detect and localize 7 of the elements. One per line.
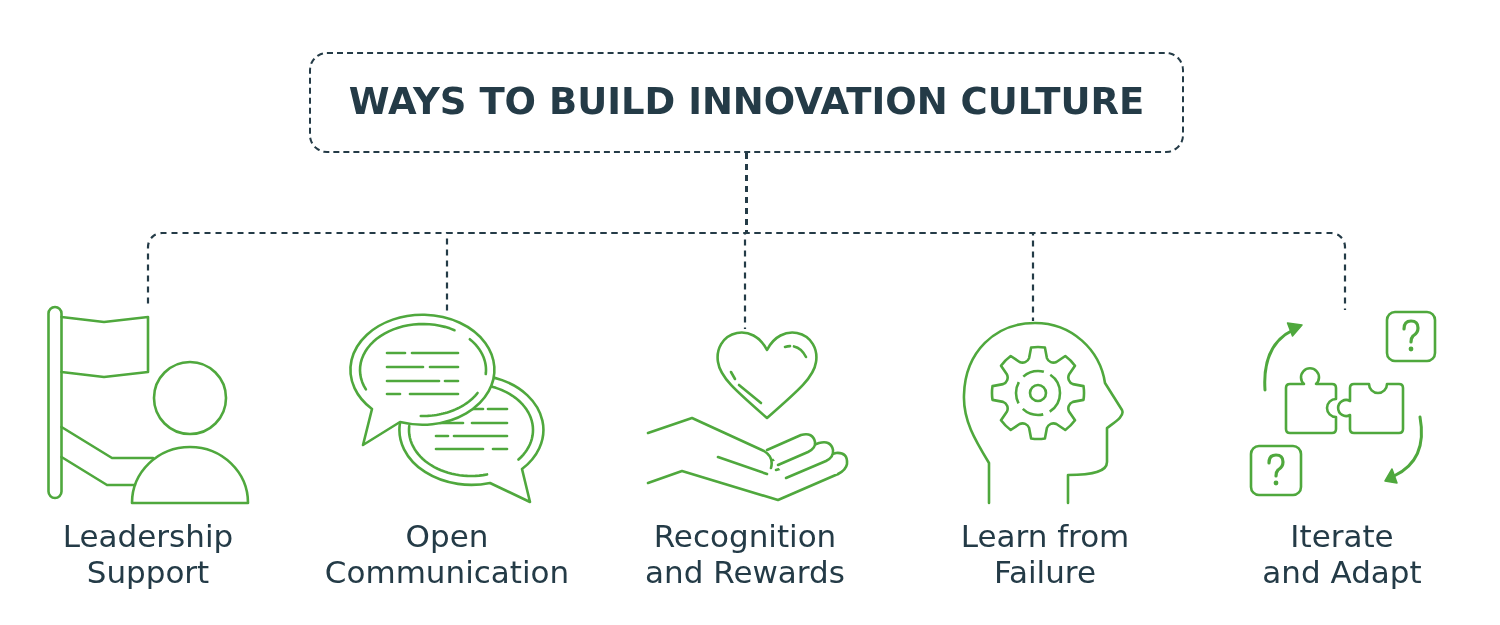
node-label: Recognition and Rewards [644, 518, 846, 590]
node-label: Leadership Support [61, 518, 235, 590]
node-label: Learn from Failure [959, 518, 1131, 590]
title-text: WAYS TO BUILD INNOVATION CULTURE [348, 81, 1145, 124]
node-label: Open Communication [323, 518, 571, 590]
title-box [309, 52, 1184, 153]
node-label: Iterate and Adapt [1261, 518, 1423, 590]
